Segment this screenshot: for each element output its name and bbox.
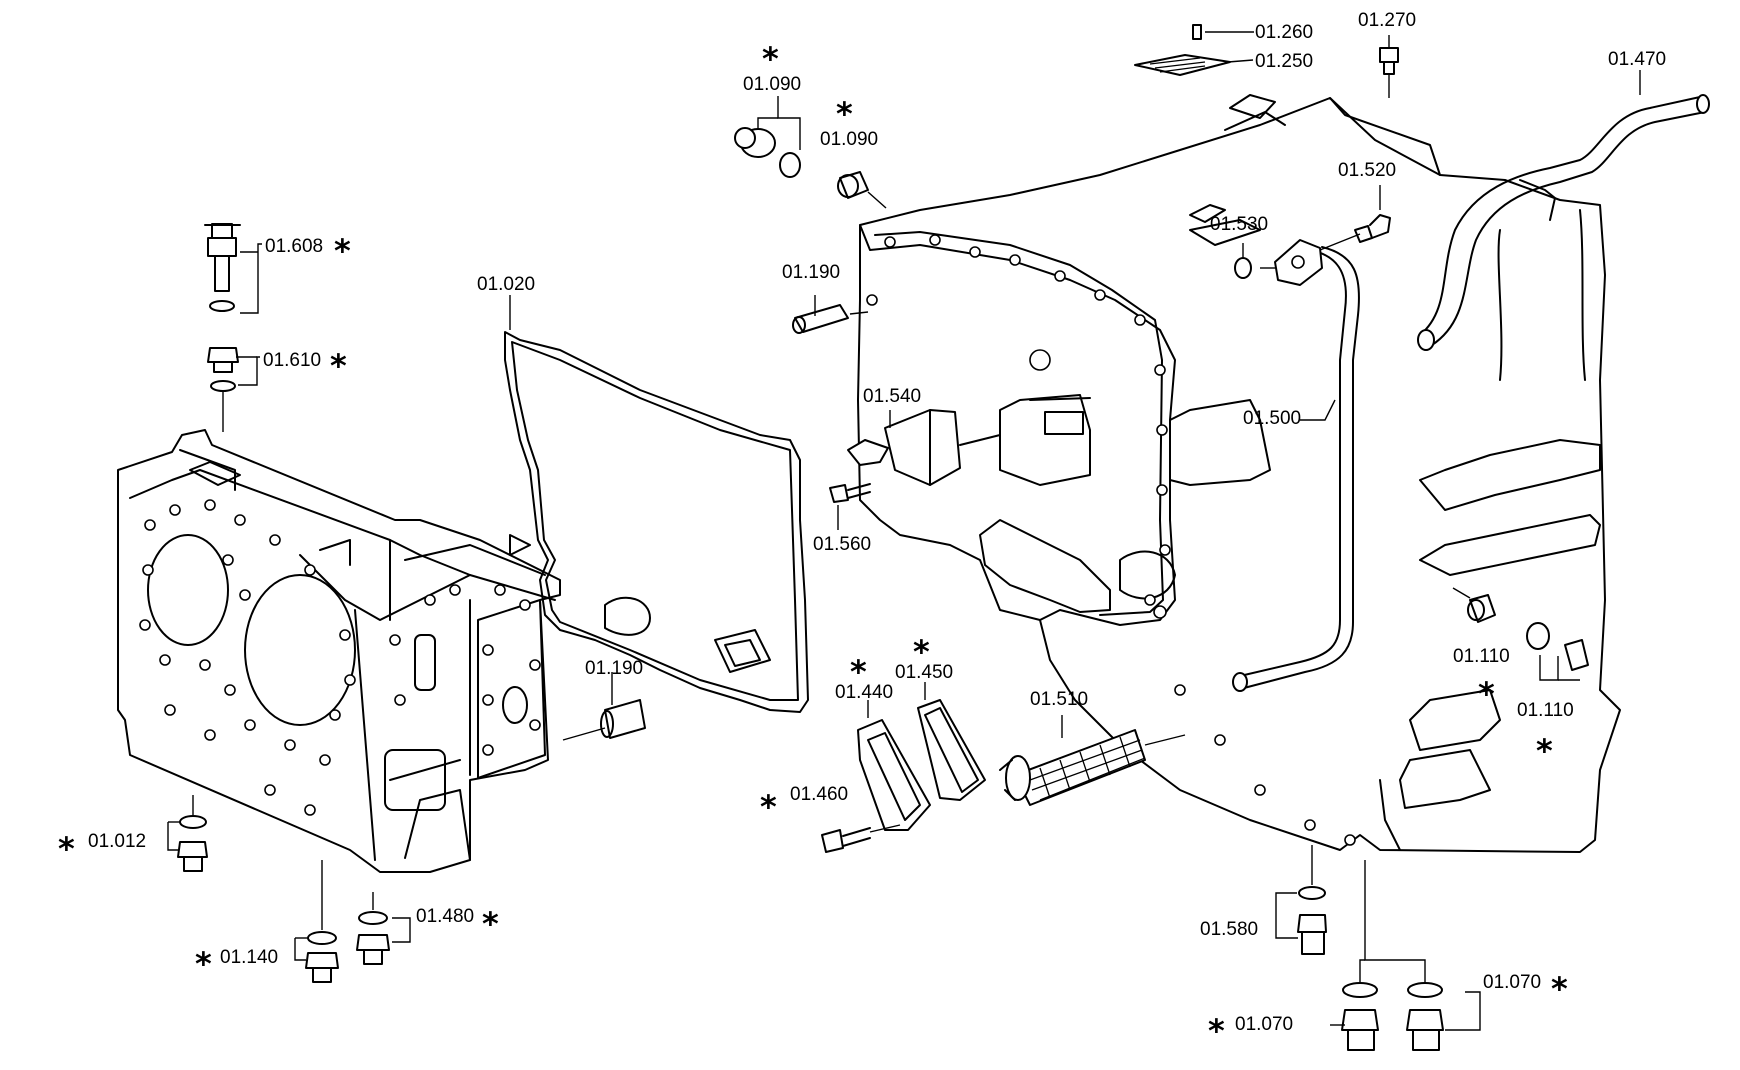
pin-01190b: [562, 672, 646, 741]
asterisk-marker: *: [1208, 1012, 1225, 1050]
pipe-01500: [1232, 246, 1360, 692]
plug-01610: [207, 347, 260, 432]
label-01012: 01.012: [88, 831, 146, 852]
label-01140: 01.140: [220, 947, 278, 968]
front-housing: [117, 429, 561, 873]
plug-01270: [1379, 35, 1399, 98]
label-01110a: 01.110: [1453, 646, 1510, 667]
plug-01110a: [1452, 587, 1496, 623]
asterisk-marker: *: [1478, 675, 1495, 713]
label-01580: 01.580: [1200, 919, 1258, 940]
bolt-01560: [829, 483, 871, 530]
label-01110b: 01.110: [1517, 700, 1574, 721]
leader-01500: [1300, 399, 1336, 421]
label-01460: 01.460: [790, 784, 848, 805]
flange-fitting: [1234, 214, 1391, 286]
label-01070a: 01.070: [1483, 972, 1541, 993]
housing-bolt-holes: [139, 499, 541, 816]
label-01608: 01.608: [265, 236, 323, 257]
plug-01480: [356, 892, 411, 965]
label-01610: 01.610: [263, 350, 321, 371]
label-01440: 01.440: [835, 682, 893, 703]
label-01190b: 01.190: [585, 658, 643, 679]
asterisk-markers: * * * * * * * * * * * * * *: [58, 40, 1568, 1050]
asterisk-marker: *: [330, 347, 347, 385]
label-01520: 01.520: [1338, 160, 1396, 181]
label-01070b: 01.070: [1235, 1014, 1293, 1035]
plug-01090b: [837, 171, 887, 209]
asterisk-marker: *: [760, 788, 777, 826]
pipe-01470: [1417, 94, 1710, 351]
bolt-01460: [821, 824, 901, 853]
asterisk-marker: *: [58, 830, 75, 868]
label-01090a: 01.090: [743, 74, 801, 95]
label-01020: 01.020: [477, 274, 535, 295]
asterisk-marker: *: [1536, 732, 1553, 770]
asterisk-marker: *: [195, 945, 212, 983]
plug-01012: [167, 795, 208, 872]
flange-bolt-holes: [866, 234, 1356, 846]
screw-01260: [1192, 24, 1254, 40]
label-01090b: 01.090: [820, 129, 878, 150]
asterisk-marker: *: [482, 905, 499, 943]
gasket-01020: [504, 331, 809, 713]
valve-01540: [847, 409, 1001, 486]
asterisk-marker: *: [1551, 970, 1568, 1008]
label-01560: 01.560: [813, 534, 871, 555]
asterisk-marker: *: [762, 40, 779, 78]
asterisk-marker: *: [836, 95, 853, 133]
gasket-01450: [917, 682, 986, 801]
cover-01440: [857, 700, 931, 831]
asterisk-marker: *: [334, 232, 351, 270]
label-01270: 01.270: [1358, 10, 1416, 31]
plug-01580: [1275, 845, 1327, 955]
label-01500: 01.500: [1243, 408, 1301, 429]
label-01450: 01.450: [895, 662, 953, 683]
plug-01110b: [1526, 622, 1589, 681]
plug-01090a: [734, 96, 801, 178]
asterisk-marker: *: [850, 653, 867, 691]
asterisk-marker: *: [913, 633, 930, 671]
main-housing: [857, 94, 1621, 853]
label-01530: 01.530: [1210, 214, 1268, 235]
label-01480: 01.480: [416, 906, 474, 927]
label-01510: 01.510: [1030, 689, 1088, 710]
plugs-01070: [1330, 860, 1481, 1051]
label-01190a: 01.190: [782, 262, 840, 283]
strainer-01510: [999, 715, 1186, 806]
sensor-01608: [204, 223, 262, 314]
callout-labels: 01.260 01.250 01.270 01.470 01.090 01.09…: [88, 10, 1666, 1035]
plug-01140: [294, 860, 339, 983]
nameplate-01250: [1134, 54, 1254, 76]
label-01260: 01.260: [1255, 22, 1313, 43]
label-01250: 01.250: [1255, 51, 1313, 72]
label-01470: 01.470: [1608, 49, 1666, 70]
pin-01190a: [792, 295, 869, 334]
label-01540: 01.540: [863, 386, 921, 407]
